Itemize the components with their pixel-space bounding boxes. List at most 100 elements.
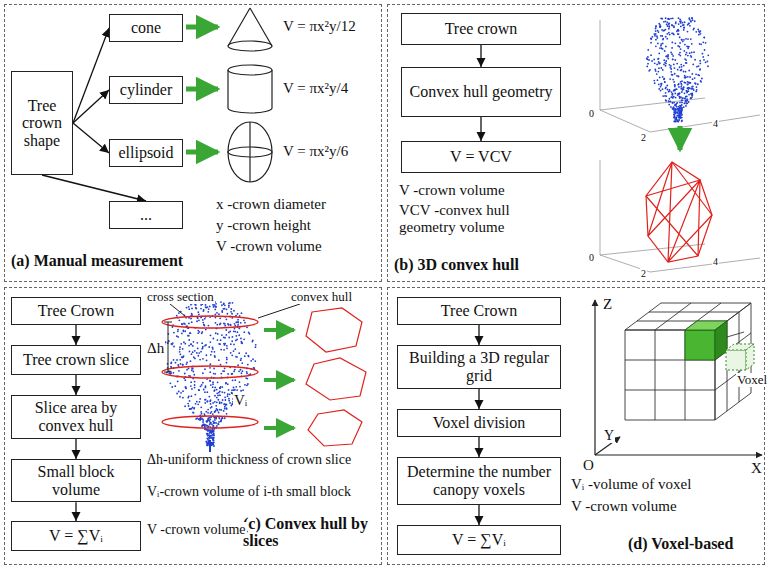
cloud-point (212, 437, 214, 439)
grid-line (649, 312, 739, 313)
cloud-point (674, 116, 676, 118)
cloud-point (659, 26, 661, 28)
cloud-point (202, 322, 204, 324)
cloud-point (214, 314, 216, 316)
box-text: ... (140, 206, 152, 224)
cloud-point (669, 89, 671, 91)
cloud-point (227, 323, 229, 325)
cloud-point (685, 101, 687, 103)
cloud-point (671, 96, 673, 98)
cloud-point (668, 98, 670, 100)
cloud-point (222, 417, 224, 419)
cloud-point (653, 80, 655, 82)
cloud-point (202, 319, 204, 321)
cloud-point (186, 307, 188, 309)
cloud-point (225, 329, 227, 331)
grid-line (655, 330, 656, 420)
cloud-point (656, 35, 658, 37)
cloud-point (221, 417, 223, 419)
cloud-point (215, 306, 217, 308)
cloud-point (660, 35, 662, 37)
cloud-point (674, 90, 676, 92)
cloud-point (238, 334, 240, 336)
cloud-point (213, 390, 215, 392)
cloud-point (686, 62, 688, 64)
cloud-point (199, 401, 201, 403)
cloud-point (197, 355, 199, 357)
cloud-point (216, 408, 218, 410)
cloud-point (653, 33, 655, 35)
cloud-point (681, 66, 683, 68)
cloud-point (691, 17, 693, 19)
cloud-point (252, 358, 254, 360)
cloud-point (226, 362, 228, 364)
cloud-point (647, 56, 649, 58)
cloud-point (679, 107, 681, 109)
cloud-point (246, 384, 248, 386)
cloud-point (666, 22, 668, 24)
cloud-point (179, 396, 181, 398)
cloud-point (242, 389, 244, 391)
cloud-point (217, 339, 219, 341)
cloud-point (658, 61, 660, 63)
green-arrow (264, 330, 294, 428)
process-box: Building a 3D regular grid (397, 345, 561, 389)
cloud-point (670, 106, 672, 108)
cloud-point (173, 332, 175, 334)
cloud-point (234, 325, 236, 327)
cloud-point (702, 41, 704, 43)
cloud-point (196, 342, 198, 344)
annotation-label: O (582, 457, 595, 474)
cloud-point (207, 429, 209, 431)
cloud-point (226, 347, 228, 349)
cloud-point (682, 22, 684, 24)
cloud-point (655, 39, 657, 41)
green-arrow (678, 126, 683, 150)
cloud-point (674, 84, 676, 86)
cloud-point (677, 93, 679, 95)
cloud-point (237, 322, 239, 324)
cloud-point (187, 403, 189, 405)
cloud-point (197, 403, 199, 405)
cloud-point (651, 60, 653, 62)
cloud-point (202, 346, 204, 348)
cloud-point (646, 66, 648, 68)
process-box: Voxel division (397, 409, 561, 437)
cloud-point (209, 363, 211, 365)
cloud-point (680, 112, 682, 114)
cloud-point (660, 25, 662, 27)
cloud-point (217, 423, 219, 425)
cloud-point (229, 402, 231, 404)
cloud-point (665, 99, 667, 101)
cloud-point (680, 112, 682, 114)
cloud-point (224, 337, 226, 339)
cloud-point (216, 392, 218, 394)
cloud-point (679, 21, 681, 23)
cloud-point (668, 100, 670, 102)
panel-caption: (a) Manual measurement (11, 253, 183, 270)
cloud-point (191, 313, 193, 315)
cloud-point (182, 357, 184, 359)
cloud-point (178, 370, 180, 372)
annotation-label: Vᵢ (233, 392, 248, 409)
cloud-point (187, 335, 189, 337)
cloud-point (694, 59, 696, 61)
cloud-point (228, 324, 230, 326)
cloud-point (230, 343, 232, 345)
cloud-point (187, 397, 189, 399)
cloud-point (672, 58, 674, 60)
cloud-point (674, 42, 676, 44)
cloud-point (678, 96, 680, 98)
cloud-point (680, 112, 682, 114)
cloud-point (191, 369, 193, 371)
leader-line (164, 304, 300, 372)
cloud-point (246, 326, 248, 328)
annotation-label: 2 (640, 268, 647, 279)
cloud-point (206, 421, 208, 423)
cloud-point (667, 18, 669, 20)
cloud-point (204, 368, 206, 370)
cloud-point (668, 23, 670, 25)
cloud-point (181, 333, 183, 335)
cloud-point (234, 379, 236, 381)
cloud-point (674, 116, 676, 118)
